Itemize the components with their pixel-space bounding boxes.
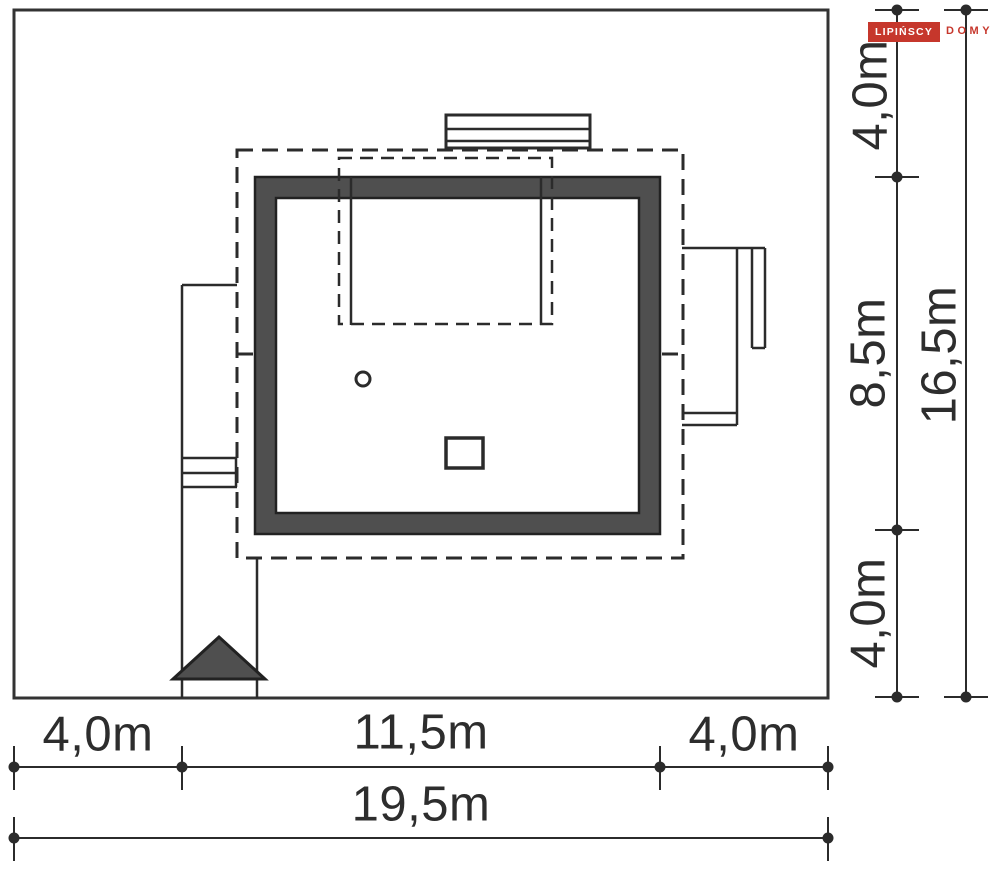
dimension-dots-right	[891, 4, 972, 703]
dim-label-right-total: 16,5m	[912, 285, 967, 425]
dim-label-right-middle: 8,5m	[841, 297, 896, 409]
dim-label-bottom-middle: 11,5m	[353, 705, 489, 760]
plan-circle-marker	[354, 370, 372, 388]
dim-label-bottom-right: 4,0m	[688, 707, 800, 762]
logo-brand-box: LIPIŃSCY	[868, 22, 941, 42]
logo-brand-word: DOMY	[946, 25, 994, 38]
dim-label-right-bottom: 4,0m	[841, 557, 896, 669]
dimension-dots-bottom	[8, 761, 834, 844]
plot-boundary	[12, 8, 830, 700]
driveway-path	[180, 283, 259, 698]
dim-label-bottom-left: 4,0m	[42, 707, 154, 762]
plan-chimney-square	[444, 436, 485, 470]
chimney-body	[444, 113, 592, 150]
dim-label-bottom-total: 19,5m	[351, 777, 491, 832]
logo: LIPIŃSCY DOMY	[868, 22, 993, 42]
dormer-outline-dashed	[337, 156, 554, 326]
dimension-lines-right	[875, 9, 988, 698]
entrance-triangle-marker	[169, 634, 269, 681]
chimney-top	[444, 113, 592, 150]
terrace-right	[682, 246, 767, 427]
dim-label-right-top: 4,0m	[843, 39, 898, 151]
